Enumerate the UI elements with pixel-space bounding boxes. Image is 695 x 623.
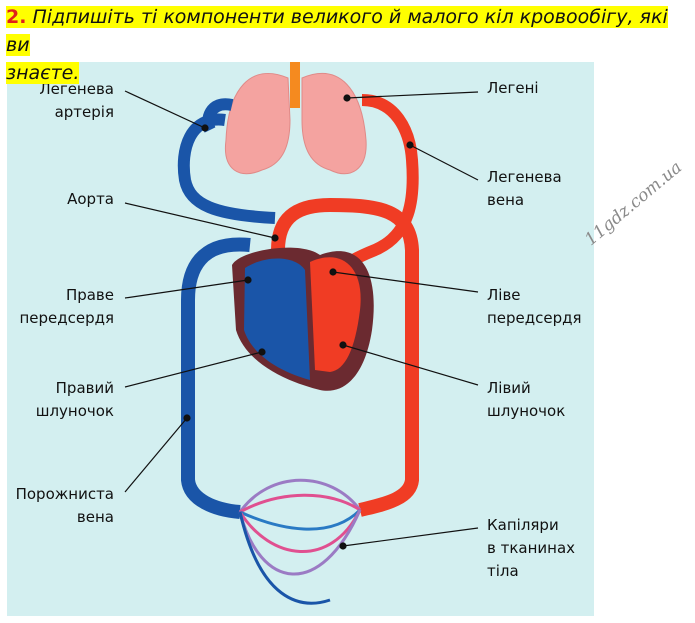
capillaries — [238, 478, 362, 605]
left-heart — [310, 257, 361, 372]
question-text-2: знаєте. — [6, 62, 80, 84]
vena-cava — [181, 237, 251, 519]
question-text-1: Підпишіть ті компоненти великого й малог… — [6, 6, 668, 56]
right-heart — [244, 258, 310, 380]
aorta — [271, 197, 419, 517]
question: 2. Підпишіть ті компоненти великого й ма… — [6, 3, 691, 87]
pointer-lines — [124, 90, 479, 550]
left-lung — [224, 73, 291, 175]
trachea — [290, 62, 300, 108]
question-number: 2. — [6, 6, 27, 28]
label-aorta: Аорта — [67, 190, 114, 208]
label-lungs: Легені — [487, 79, 539, 97]
right-lung — [301, 73, 367, 175]
